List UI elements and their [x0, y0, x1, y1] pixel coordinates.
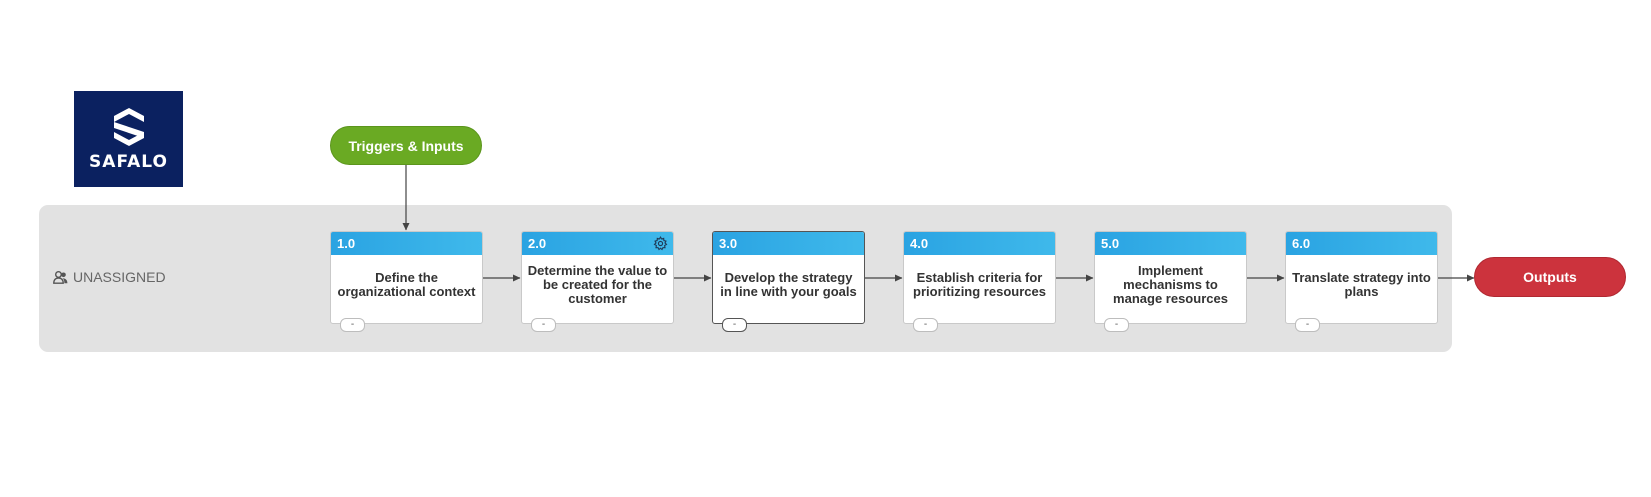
lane-label[interactable]: UNASSIGNED [53, 269, 166, 285]
outputs-label: Outputs [1523, 269, 1577, 285]
step-expand-tab[interactable]: - [722, 318, 747, 332]
step-header: 5.0 [1095, 232, 1246, 255]
step-expand-tab[interactable]: - [531, 318, 556, 332]
step-number: 4.0 [910, 236, 929, 251]
process-step-4[interactable]: 4.0 Establish criteria for prioritizing … [903, 231, 1056, 332]
step-number: 2.0 [528, 236, 547, 251]
step-title: Determine the value to be created for th… [527, 263, 668, 306]
step-title: Develop the strategy in line with your g… [720, 270, 857, 299]
outputs-node[interactable]: Outputs [1474, 257, 1626, 297]
step-header: 6.0 [1286, 232, 1437, 255]
triggers-inputs-node[interactable]: Triggers & Inputs [330, 126, 482, 165]
step-header: 4.0 [904, 232, 1055, 255]
process-step-6[interactable]: 6.0 Translate strategy into plans - [1285, 231, 1438, 332]
step-expand-tab[interactable]: - [1295, 318, 1320, 332]
process-step-2[interactable]: 2.0 Determine the value to be created fo… [521, 231, 674, 332]
process-step-1[interactable]: 1.0 Define the organizational context - [330, 231, 483, 332]
step-number: 3.0 [719, 236, 738, 251]
step-title: Define the organizational context [337, 270, 476, 299]
step-number: 1.0 [337, 236, 356, 251]
safalo-stacked-s-icon [113, 108, 144, 146]
process-step-3[interactable]: 3.0 Develop the strategy in line with yo… [712, 231, 865, 332]
safalo-logo: SAFALO [74, 91, 183, 187]
users-icon [53, 270, 68, 284]
step-number: 6.0 [1292, 236, 1311, 251]
step-expand-tab[interactable]: - [340, 318, 365, 332]
triggers-inputs-label: Triggers & Inputs [348, 137, 464, 154]
step-expand-tab[interactable]: - [1104, 318, 1129, 332]
step-title: Implement mechanisms to manage resources [1113, 263, 1228, 306]
lane-label-text: UNASSIGNED [73, 269, 166, 285]
step-header: 2.0 [522, 232, 673, 255]
step-number: 5.0 [1101, 236, 1120, 251]
step-header: 1.0 [331, 232, 482, 255]
step-header: 3.0 [713, 232, 864, 255]
step-expand-tab[interactable]: - [913, 318, 938, 332]
step-title: Establish criteria for prioritizing reso… [913, 270, 1046, 299]
process-step-5[interactable]: 5.0 Implement mechanisms to manage resou… [1094, 231, 1247, 332]
step-title: Translate strategy into plans [1292, 270, 1431, 299]
gear-icon[interactable] [653, 236, 668, 251]
logo-text: SAFALO [89, 152, 168, 172]
